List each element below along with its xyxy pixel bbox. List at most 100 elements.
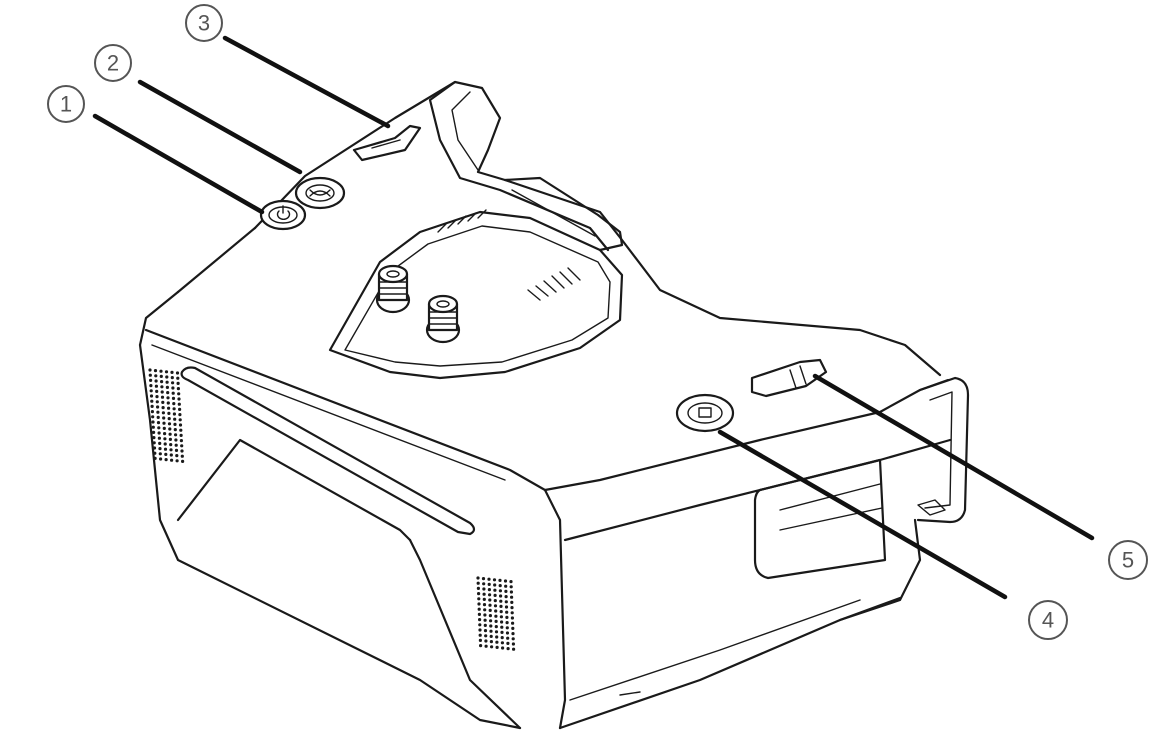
grille-hole [505, 615, 509, 620]
grille-hole [167, 411, 171, 415]
grille-hole [505, 631, 510, 635]
grille-hole [477, 597, 481, 601]
grille-hole [482, 592, 486, 596]
grille-hole [171, 381, 175, 385]
grille-hole [483, 618, 487, 622]
grille-hole [504, 589, 508, 594]
grille-hole [171, 391, 175, 395]
grille-hole [181, 459, 185, 463]
grille-hole [177, 392, 181, 396]
grille-hole [503, 579, 508, 583]
grille-hole [180, 449, 184, 453]
grille-hole [493, 583, 497, 587]
grille-hole [498, 578, 502, 583]
grille-hole [511, 632, 515, 636]
grille-hole [179, 439, 183, 443]
grille-hole [500, 620, 504, 624]
grille-hole [510, 606, 514, 610]
grille-hole [510, 621, 515, 625]
grille-hole [489, 629, 493, 633]
leader-line-1 [92, 113, 265, 215]
grille-hole [504, 584, 508, 588]
grille-hole [176, 376, 180, 380]
grille-hole [149, 394, 154, 398]
grille-hole [180, 454, 184, 458]
grille-hole [499, 610, 503, 614]
grille-hole [174, 443, 178, 447]
grille-hole [163, 437, 167, 441]
grille-hole [168, 427, 172, 431]
grille-hole [165, 385, 169, 389]
grille-hole [163, 432, 167, 436]
grille-hole [501, 646, 505, 650]
grille-hole [162, 426, 166, 430]
grille-hole [150, 404, 154, 408]
grille-hole [160, 380, 164, 384]
grille-hole [154, 374, 158, 378]
grille-hole [511, 626, 515, 631]
grille-hole [477, 602, 481, 606]
grille-hole [494, 609, 498, 613]
grille-hole [488, 598, 492, 602]
grille-hole [151, 425, 155, 429]
grille-hole [493, 599, 497, 603]
grille-hole [506, 641, 510, 646]
grille-hole [494, 619, 498, 624]
grille-hole [495, 640, 499, 644]
grille-hole [478, 618, 482, 622]
grille-hole [488, 614, 492, 618]
grille-hole [164, 458, 168, 462]
antenna-connector-left [375, 264, 411, 314]
grille-hole [483, 613, 487, 617]
grille-hole [152, 436, 156, 440]
grille-hole [479, 644, 483, 648]
grille-hole [493, 593, 497, 598]
grille-hole [174, 448, 179, 452]
grille-hole [156, 415, 160, 419]
grille-hole [476, 576, 480, 580]
grille-hole [509, 585, 513, 589]
grille-hole [158, 441, 162, 445]
grille-hole [488, 593, 492, 597]
grille-hole [157, 431, 161, 435]
grille-hole [151, 420, 155, 424]
grille-hole [149, 389, 153, 393]
grille-hole [492, 578, 497, 582]
grille-hole [511, 642, 515, 646]
callout-3-label: 3 [198, 11, 210, 36]
grille-hole [510, 595, 514, 599]
grille-hole [172, 402, 176, 406]
grille-hole [155, 395, 159, 399]
grille-hole [176, 387, 180, 391]
speaker-grille-left [148, 368, 185, 463]
grille-hole [156, 421, 161, 425]
grille-hole [159, 374, 163, 378]
grille-hole [170, 458, 174, 462]
grille-hole [489, 640, 493, 644]
grille-hole [482, 603, 487, 607]
grille-hole [173, 417, 177, 421]
grille-hole [153, 456, 157, 460]
grille-hole [505, 621, 509, 625]
grille-hole [162, 421, 166, 425]
grille-hole [152, 446, 157, 450]
grille-hole [494, 630, 499, 634]
leader-line-4 [717, 429, 1008, 600]
grille-hole [175, 371, 180, 375]
grille-hole [157, 436, 161, 440]
grille-hole [477, 607, 481, 611]
grille-hole [177, 397, 181, 401]
grille-hole [169, 453, 173, 457]
grille-hole [171, 396, 176, 400]
grille-hole [510, 616, 514, 620]
grille-hole [169, 443, 173, 447]
grille-hole [493, 604, 498, 608]
grille-hole [484, 639, 488, 643]
grille-hole [160, 385, 164, 389]
grille-hole [478, 628, 482, 632]
grille-hole [505, 626, 509, 630]
side-button [675, 393, 735, 433]
grille-hole [163, 442, 167, 446]
grille-hole [165, 375, 169, 379]
